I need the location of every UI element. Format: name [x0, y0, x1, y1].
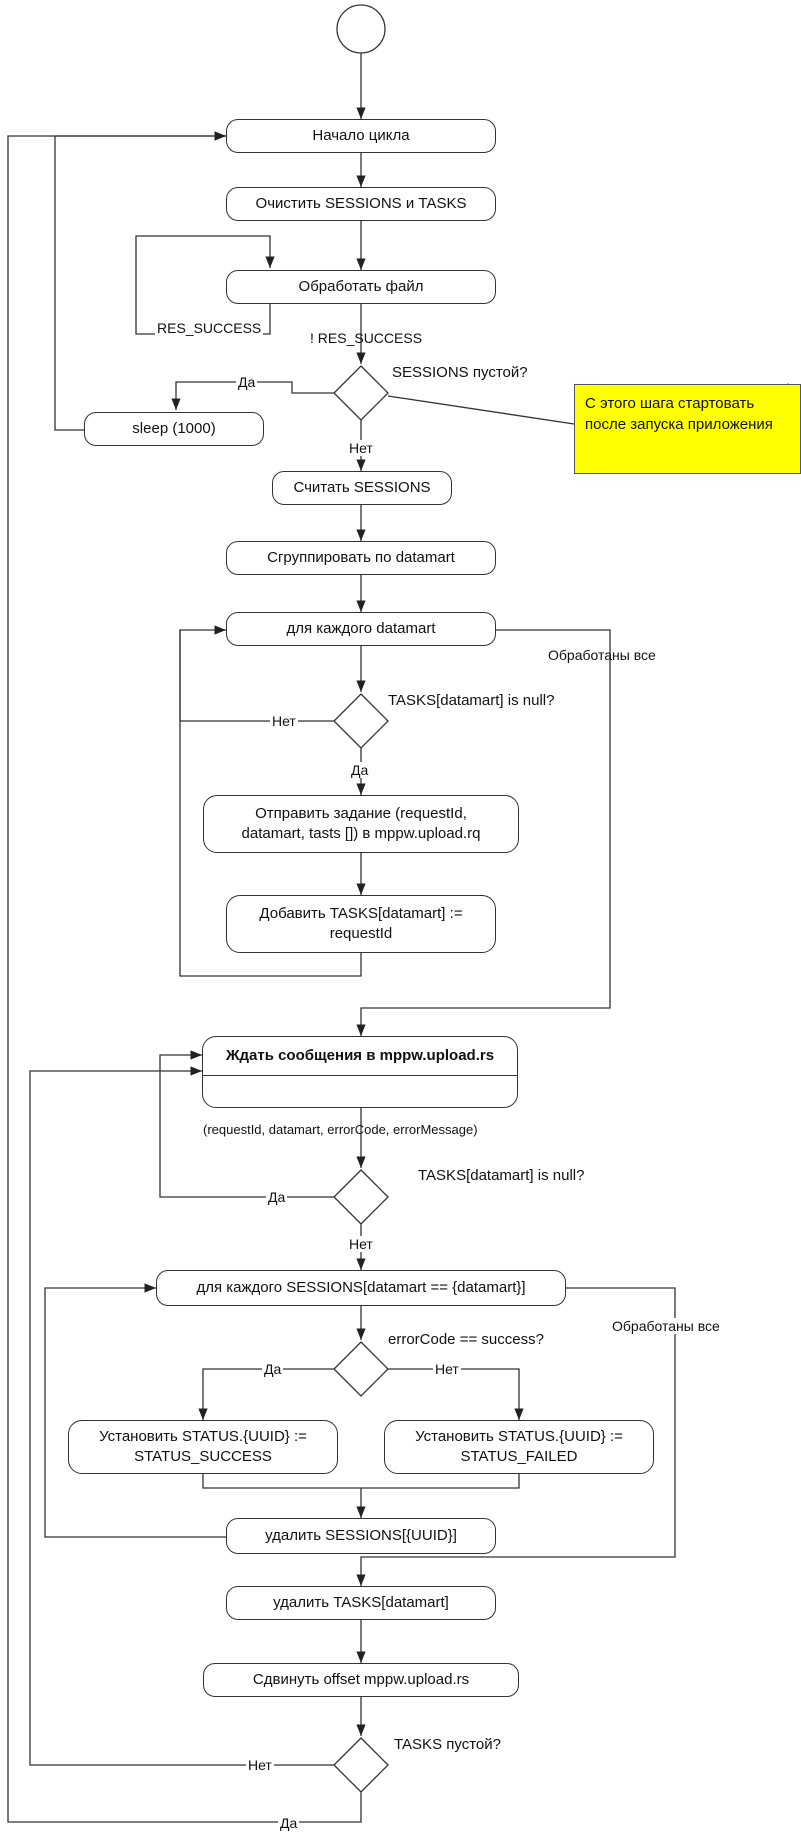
- node-sleep: sleep (1000): [84, 412, 264, 446]
- node-shift-offset: Сдвинуть offset mppw.upload.rs: [203, 1663, 519, 1697]
- node-process-file: Обработать файл: [226, 270, 496, 304]
- label-no-loop-1: Нет: [270, 713, 298, 729]
- start-here-note: С этого шага стартовать после запуска пр…: [574, 384, 801, 474]
- decision-tasks-empty-label: TASKS пустой?: [394, 1736, 501, 1753]
- node-wait-title: Ждать сообщения в mppw.upload.rs: [203, 1037, 517, 1076]
- node-send-task: Отправить задание (requestId, datamart, …: [203, 795, 519, 853]
- label-not-res-success: ! RES_SUCCESS: [310, 330, 423, 346]
- label-processed-all-1: Обработаны все: [548, 647, 656, 663]
- node-delete-task: удалить TASKS[datamart]: [226, 1586, 496, 1620]
- note-text: С этого шага стартовать после запуска пр…: [585, 395, 773, 433]
- label-yes-sleep: Да: [236, 374, 258, 390]
- node-loop-start: Начало цикла: [226, 119, 496, 153]
- node-read-sessions: Считать SESSIONS: [272, 471, 452, 505]
- label-message-fields: (requestId, datamart, errorCode, errorMe…: [203, 1122, 478, 1137]
- decision-tasks-null-2: [333, 1169, 389, 1225]
- decision-error-success: [333, 1341, 389, 1397]
- decision-error-success-label: errorCode == success?: [388, 1331, 544, 1348]
- start-node: [336, 4, 386, 54]
- decision-sessions-empty: [333, 365, 389, 421]
- decision-sessions-empty-label: SESSIONS пустой?: [392, 364, 528, 381]
- label-yes-success: Да: [262, 1361, 284, 1377]
- label-yes-send: Да: [349, 762, 371, 778]
- node-set-status-success: Установить STATUS.{UUID} := STATUS_SUCCE…: [68, 1420, 338, 1474]
- decision-tasks-null-2-label: TASKS[datamart] is null?: [418, 1167, 585, 1184]
- label-processed-all-2: Обработаны все: [610, 1318, 722, 1334]
- node-group-by-datamart: Сгруппировать по datamart: [226, 541, 496, 575]
- node-for-each-session: для каждого SESSIONS[datamart == {datama…: [156, 1270, 566, 1306]
- label-yes-back-wait: Да: [266, 1189, 288, 1205]
- node-for-each-datamart: для каждого datamart: [226, 612, 496, 646]
- node-clear-sessions-tasks: Очистить SESSIONS и TASKS: [226, 187, 496, 221]
- label-no-back-wait: Нет: [246, 1757, 274, 1773]
- decision-tasks-empty: [333, 1737, 389, 1793]
- node-wait-message: Ждать сообщения в mppw.upload.rs: [202, 1036, 518, 1108]
- label-no-failed: Нет: [433, 1361, 461, 1377]
- decision-tasks-null-1: [333, 693, 389, 749]
- node-delete-session: удалить SESSIONS[{UUID}]: [226, 1518, 496, 1554]
- node-set-status-failed: Установить STATUS.{UUID} := STATUS_FAILE…: [384, 1420, 654, 1474]
- label-no-read: Нет: [347, 440, 375, 456]
- label-res-success: RES_SUCCESS: [155, 320, 264, 336]
- node-add-task: Добавить TASKS[datamart] := requestId: [226, 895, 496, 953]
- label-no-continue: Нет: [347, 1236, 375, 1252]
- label-yes-restart: Да: [278, 1815, 300, 1831]
- decision-tasks-null-1-label: TASKS[datamart] is null?: [388, 692, 555, 709]
